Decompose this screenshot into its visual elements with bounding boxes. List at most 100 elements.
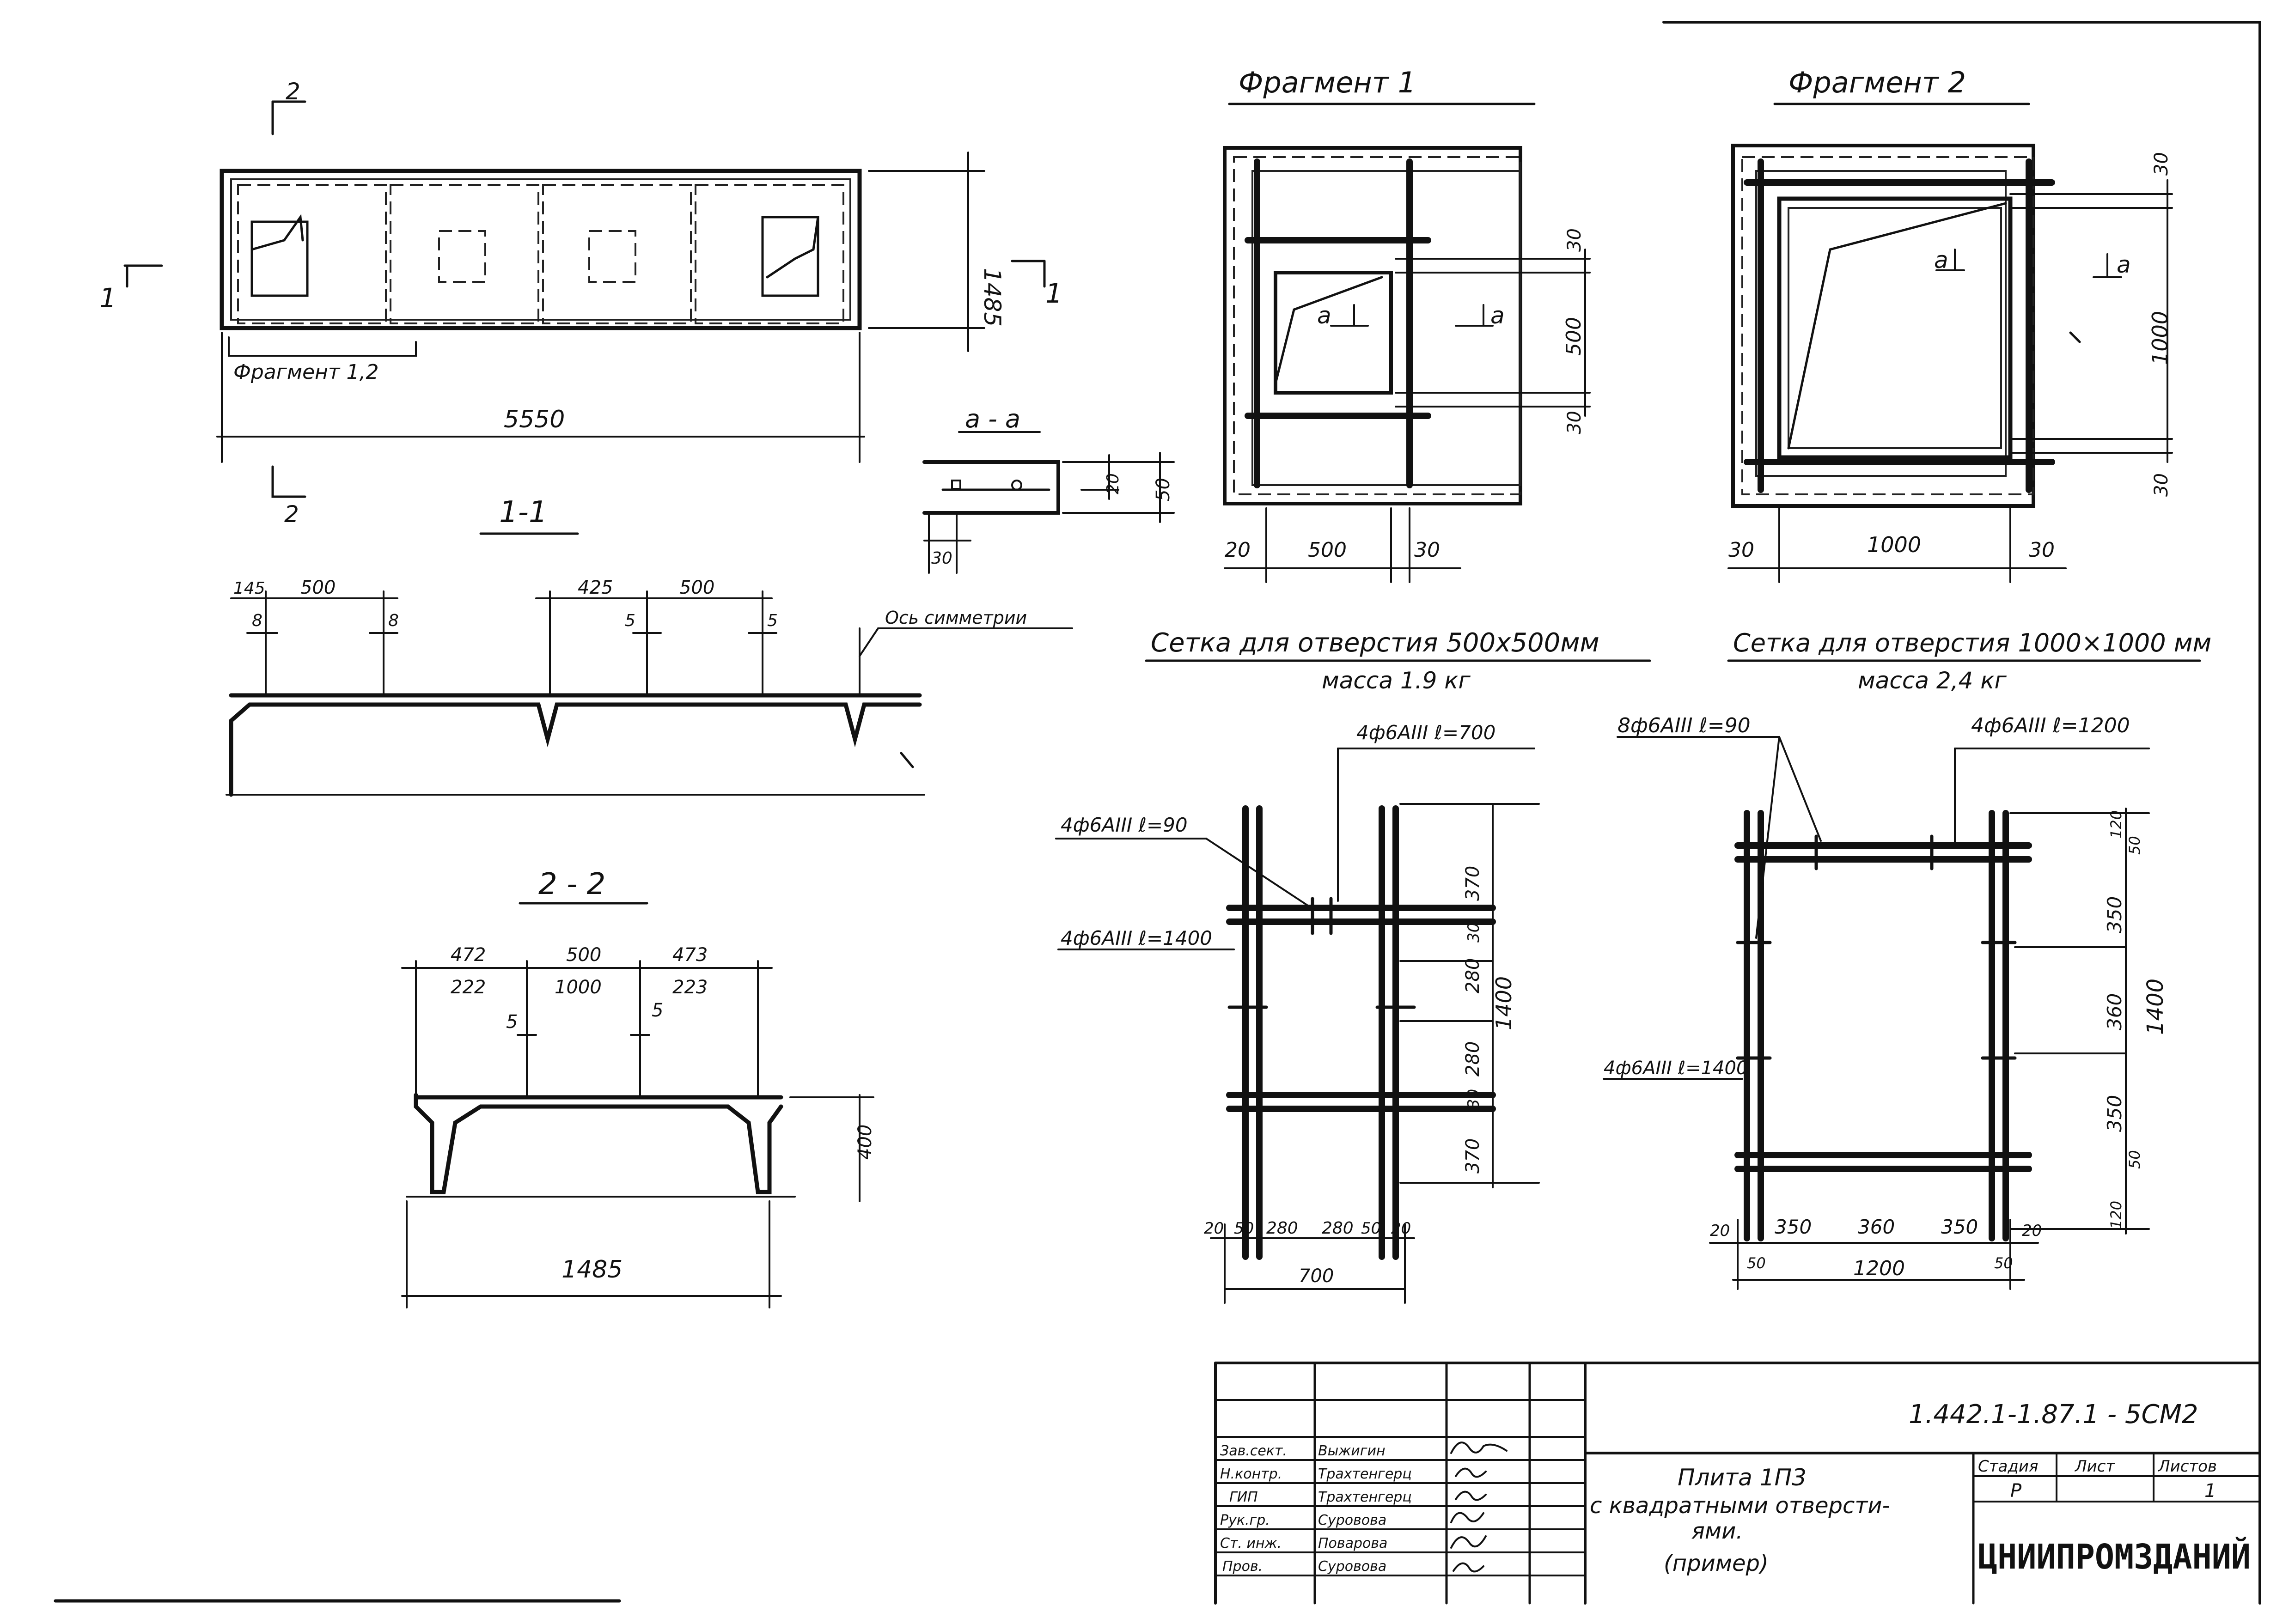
mesh-2-right-small-dim: 50 [2126,836,2143,855]
stage-header: Стадия [1978,1457,2038,1476]
section-1-1-drawing [226,532,1073,797]
role-label: Н.контр. [1220,1466,1282,1482]
mesh-1-drawing [1055,748,1540,1304]
document-code: 1.442.1-1.87.1 - 5СМ2 [1909,1399,2198,1429]
fragment-1-bottom-dim: 20 [1225,538,1251,562]
mesh-2-bottom-small-dim: 50 [1747,1254,1766,1272]
mesh-1-right-small-dim: 30 [1465,1089,1483,1109]
mesh-2-bottom-dim: 20 [1710,1222,1730,1240]
mesh-1-bottom-dim: 280 [1266,1219,1298,1238]
role-label: Пров. [1222,1558,1263,1575]
name-label: Поварова [1318,1535,1387,1551]
mesh-2-bottom-dim: 350 [1941,1216,1978,1238]
title-block-grid [1214,1362,2261,1605]
doc-title-line: с квадратными отверсти- [1590,1493,1890,1519]
fragment-2-drawing [1727,103,2201,662]
mesh-2-right-small-dim: 50 [2126,1150,2143,1169]
fragment-2-mass: масса 2,4 кг [1858,667,2007,694]
name-label: Суровова [1318,1512,1386,1528]
mesh-2-bottom-dim: 360 [1858,1216,1895,1238]
plan-width-dim: 5550 [504,406,565,433]
mesh-2-drawing [1603,736,2150,1290]
fragment-2-cut-label: a [2117,251,2131,278]
signatures [1450,1442,1508,1573]
sheet-header: Лист [2074,1457,2115,1476]
fragment-2-bottom-dim: 30 [1728,538,1754,562]
fragment-2-bottom-dim: 30 [2029,538,2055,562]
doc-title-line: Плита 1П3 [1678,1464,1807,1491]
mesh-1-right-dim: 280 [1462,1041,1483,1077]
plan-height-dim: 1485 [979,268,1006,327]
section-1-1-title: 1-1 [499,495,548,529]
section-2-2-small-dim: 5 [506,1011,518,1033]
section-2-2-top-dim: 472 [451,944,486,966]
section-2-2-drawing [401,902,874,1308]
section-1-1-dim: 145 [233,579,265,598]
fragment-2-bottom-dim: 1000 [1867,532,1921,557]
mesh-2-bottom-dim: 350 [1775,1216,1812,1238]
fragment-1-cut-label: a [1490,302,1505,329]
mesh-2-label: 8ф6АIII ℓ=90 [1617,714,1751,737]
mesh-1-right-small-dim: 30 [1465,923,1483,943]
mesh-2-right-dim: 350 [2103,1095,2126,1132]
section-2-2-width-dim: 1485 [562,1256,623,1283]
mesh-1-right-dim: 370 [1462,1138,1483,1174]
section-mark-left: 1 [99,282,116,314]
fragment-2-caption: Сетка для отверстия 1000×1000 мм [1733,628,2211,657]
name-label: Суровова [1318,1558,1386,1575]
mesh-1-bottom-dim: 280 [1322,1219,1354,1238]
fragment-2-right-dim: 1000 [2148,311,2173,365]
section-2-2-small-dim: 5 [652,1000,663,1021]
section-1-1-dim: 500 [300,577,336,598]
mesh-1-label: 4ф6АIII ℓ=700 [1356,721,1495,744]
fragment-1-bottom-dim: 30 [1414,538,1440,562]
name-label: Выжигин [1318,1443,1386,1459]
fragment-1-right-dim: 30 [1564,228,1585,252]
fragment-1-title: Фрагмент 1 [1239,66,1416,99]
mesh-2-right-dim: 350 [2103,896,2126,933]
section-2-2-title: 2 - 2 [538,867,605,901]
fragment-1-bottom-dim: 500 [1308,538,1347,562]
section-a-a-dim: 30 [931,549,952,568]
section-1-1-dim: 425 [578,577,613,598]
mesh-2-width-dim: 1200 [1853,1257,1905,1280]
mesh-1-bottom-dim: 50 [1361,1219,1381,1238]
mesh-1-total-dim: 1400 [1491,976,1516,1030]
name-label: Трахтенгерц [1318,1466,1412,1482]
mesh-1-width-dim: 700 [1299,1265,1334,1287]
mesh-1-bottom-dim: 50 [1234,1219,1254,1238]
section-2-2-bottom-dim: 222 [451,977,486,998]
section-1-1-small-dim: 5 [625,611,635,630]
doc-title-line: (пример) [1664,1551,1769,1576]
mesh-2-bottom-dim: 20 [2022,1222,2042,1240]
section-1-1-small-dim: 8 [388,611,399,630]
mesh-2-right-dim: 120 [2107,1201,2125,1229]
fragment-1-caption: Сетка для отверстия 500х500мм [1151,628,1599,658]
mesh-2-total-dim: 1400 [2142,979,2168,1035]
mesh-2-right-dim: 360 [2103,993,2126,1030]
section-a-a-dim: 50 [1153,478,1174,501]
mesh-2-bottom-small-dim: 50 [1994,1254,2013,1272]
role-label: Зав.сект. [1220,1443,1287,1459]
section-mark-top: 2 [286,78,300,105]
section-a-a-title: a - a [965,404,1020,433]
fragment-2-right-dim: 30 [2151,473,2172,497]
section-2-2-height-dim: 400 [855,1125,876,1160]
fragment-2-cut-label: a [1934,247,1948,274]
sheets-header: Листов [2157,1457,2217,1476]
fragment-leader: Фрагмент 1,2 [233,360,379,384]
fragment-2-title: Фрагмент 2 [1788,66,1966,99]
section-1-1-dim: 500 [679,577,714,598]
section-2-2-bottom-dim: 223 [672,977,708,998]
section-a-a-drawing [922,431,1175,574]
mesh-2-right-dim: 120 [2107,810,2125,839]
role-label: ГИП [1229,1489,1258,1505]
mesh-1-bottom-dim: 20 [1391,1219,1411,1238]
name-label: Трахтенгерц [1318,1489,1412,1505]
section-a-a-dim: 20 [1104,473,1123,494]
mesh-2-label: 4ф6АIII ℓ=1200 [1971,714,2130,737]
fragment-2-right-dim: 30 [2151,152,2172,176]
mesh-1-label: 4ф6АIII ℓ=1400 [1061,927,1212,949]
fragment-1-drawing [1145,103,1651,662]
